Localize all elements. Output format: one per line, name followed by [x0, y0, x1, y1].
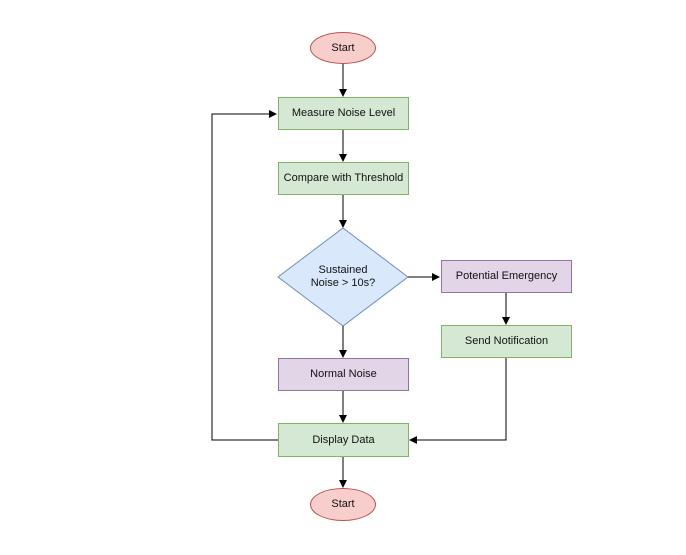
display-data-label: Display Data: [312, 433, 375, 446]
display-data-step: Display Data: [278, 423, 409, 457]
start-top-label: Start: [331, 41, 355, 54]
normal-noise-step: Normal Noise: [278, 358, 409, 391]
normal-noise-label: Normal Noise: [310, 368, 377, 380]
edge-notify-to-display: [409, 358, 507, 444]
measure-noise-label: Measure Noise Level: [291, 107, 396, 119]
start-terminal-top: Start: [310, 32, 376, 64]
send-notification-label: Send Notification: [464, 335, 549, 347]
decision-label: Sustained Noise > 10s?: [293, 257, 393, 297]
start-bottom-label: Start: [331, 498, 355, 510]
start-terminal-bottom: Start: [310, 488, 376, 521]
potential-emergency-label: Potential Emergency: [455, 270, 558, 282]
compare-threshold-label: Compare with Threshold: [283, 172, 404, 184]
edge-display-loop-to-measure: [211, 110, 278, 441]
decision-label-line2: Noise > 10s?: [310, 277, 376, 289]
send-notification-step: Send Notification: [441, 325, 572, 358]
compare-threshold-step: Compare with Threshold: [278, 162, 409, 195]
measure-noise-step: Measure Noise Level: [278, 97, 409, 130]
potential-emergency-step: Potential Emergency: [441, 260, 572, 293]
decision-label-line1: Sustained: [318, 264, 368, 276]
